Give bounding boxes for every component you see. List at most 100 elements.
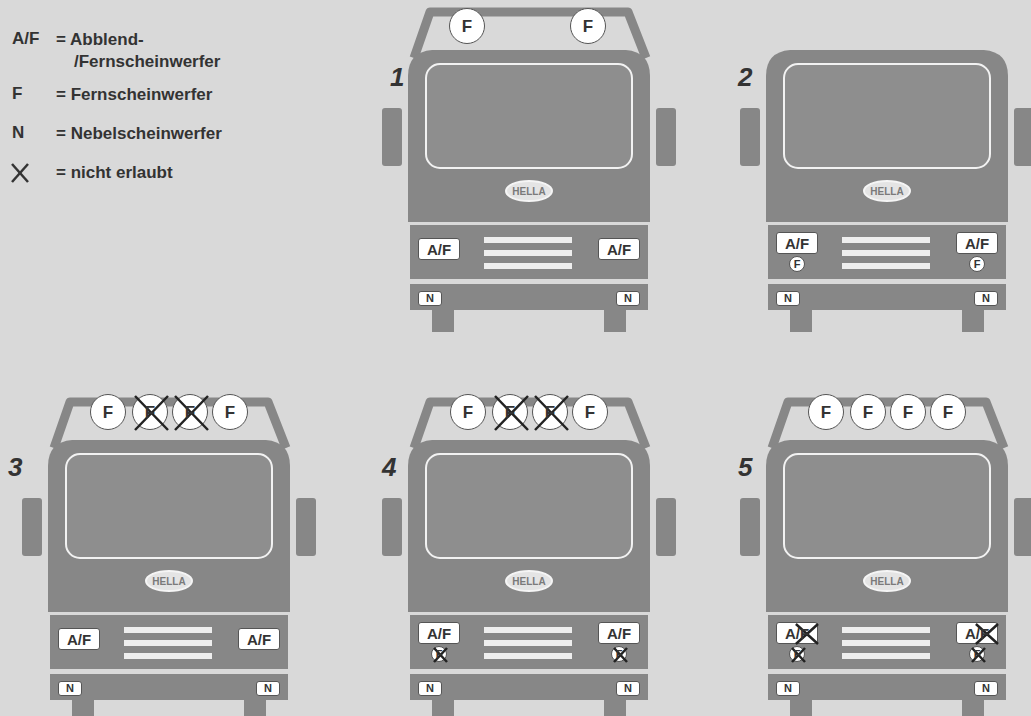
legend-text: = Fernscheinwerfer bbox=[56, 84, 279, 106]
truck-front bbox=[382, 402, 676, 716]
lamp-label: F bbox=[145, 404, 155, 421]
lamp-box: N bbox=[616, 291, 640, 306]
lamp-label: F bbox=[585, 404, 595, 421]
lamp-box: N bbox=[418, 681, 442, 696]
lamp-label: A/F bbox=[67, 632, 91, 647]
lamp-box: N bbox=[776, 291, 800, 306]
lamp-label: A/F bbox=[427, 242, 451, 257]
lamp-label: N bbox=[624, 683, 632, 694]
lamp-label: F bbox=[821, 404, 831, 421]
legend-text: = Abblend- /Fernscheinwerfer bbox=[56, 29, 279, 73]
logo-text: HELLA bbox=[870, 576, 903, 587]
lamp-label: N bbox=[982, 683, 990, 694]
lamp-label: A/F bbox=[785, 236, 809, 251]
lamp-label: A/F bbox=[607, 626, 631, 641]
lamp-label: A/F bbox=[607, 242, 631, 257]
legend-text: = nicht erlaubt bbox=[56, 162, 279, 184]
logo-text: HELLA bbox=[512, 186, 545, 197]
lamp-label: N bbox=[66, 683, 74, 694]
lamp-label: F bbox=[794, 649, 801, 660]
lamp-circle: F bbox=[532, 394, 568, 430]
lamp-label: N bbox=[784, 293, 792, 304]
lamp-label: N bbox=[624, 293, 632, 304]
lamp-circle: F bbox=[450, 394, 486, 430]
lamp-box: A/F bbox=[956, 232, 998, 254]
lamp-box: N bbox=[256, 681, 280, 696]
callout-number: 3 bbox=[8, 452, 22, 483]
lamp-box: A/F bbox=[956, 622, 998, 644]
legend-cross-sample bbox=[12, 164, 28, 182]
legend-key: A/F bbox=[12, 29, 39, 49]
truck-front bbox=[740, 50, 1031, 332]
lamp-label: F bbox=[583, 18, 593, 35]
lamp-label: F bbox=[794, 259, 801, 270]
lamp-circle: F bbox=[132, 394, 168, 430]
lamp-label: F bbox=[103, 404, 113, 421]
lamp-circle: F bbox=[789, 256, 805, 272]
lamp-box: A/F bbox=[418, 238, 460, 260]
lamp-label: F bbox=[505, 404, 515, 421]
callout-number: 1 bbox=[390, 62, 404, 93]
logo-text: HELLA bbox=[512, 576, 545, 587]
lamp-box: N bbox=[974, 681, 998, 696]
lamp-label: N bbox=[982, 293, 990, 304]
lamp-circle: F bbox=[808, 394, 844, 430]
lamp-label: N bbox=[426, 683, 434, 694]
lamp-box: A/F bbox=[776, 232, 818, 254]
lamp-label: F bbox=[436, 649, 443, 660]
lamp-box: A/F bbox=[776, 622, 818, 644]
lamp-circle: F bbox=[611, 646, 627, 662]
lamp-label: F bbox=[863, 404, 873, 421]
lamp-circle: F bbox=[431, 646, 447, 662]
logo-text: HELLA bbox=[870, 186, 903, 197]
lamp-label: F bbox=[974, 649, 981, 660]
lamp-circle: F bbox=[789, 646, 805, 662]
lamp-circle: F bbox=[449, 8, 485, 44]
lamp-label: A/F bbox=[965, 626, 989, 641]
lamp-label: F bbox=[974, 259, 981, 270]
lamp-box: A/F bbox=[598, 622, 640, 644]
lamp-label: F bbox=[545, 404, 555, 421]
lamp-label: F bbox=[616, 649, 623, 660]
lamp-circle: F bbox=[492, 394, 528, 430]
truck-front bbox=[740, 402, 1031, 716]
lamp-label: N bbox=[264, 683, 272, 694]
lamp-label: N bbox=[784, 683, 792, 694]
lamp-label: N bbox=[426, 293, 434, 304]
lamp-circle: F bbox=[969, 646, 985, 662]
lamp-label: F bbox=[943, 404, 953, 421]
lamp-circle: F bbox=[570, 8, 606, 44]
lamp-box: A/F bbox=[238, 628, 280, 650]
lamp-box: A/F bbox=[418, 622, 460, 644]
lamp-circle: F bbox=[969, 256, 985, 272]
lamp-label: A/F bbox=[785, 626, 809, 641]
lamp-box: N bbox=[616, 681, 640, 696]
lamp-label: F bbox=[903, 404, 913, 421]
lamp-label: F bbox=[185, 404, 195, 421]
lamp-circle: F bbox=[172, 394, 208, 430]
lamp-box: N bbox=[58, 681, 82, 696]
lamp-circle: F bbox=[890, 394, 926, 430]
callout-number: 5 bbox=[738, 452, 752, 483]
lamp-label: A/F bbox=[965, 236, 989, 251]
lamp-circle: F bbox=[930, 394, 966, 430]
lamp-label: F bbox=[462, 18, 472, 35]
lamp-circle: F bbox=[90, 394, 126, 430]
lamp-circle: F bbox=[572, 394, 608, 430]
callout-number: 2 bbox=[738, 62, 752, 93]
lamp-label: A/F bbox=[427, 626, 451, 641]
lamp-box: N bbox=[776, 681, 800, 696]
lamp-circle: F bbox=[850, 394, 886, 430]
logo-text: HELLA bbox=[152, 576, 185, 587]
lamp-label: F bbox=[225, 404, 235, 421]
lamp-circle: F bbox=[212, 394, 248, 430]
legend-text: = Nebelscheinwerfer bbox=[56, 123, 279, 145]
lamp-label: F bbox=[463, 404, 473, 421]
legend-key: F bbox=[12, 84, 22, 104]
lamp-box: N bbox=[418, 291, 442, 306]
lamp-box: N bbox=[974, 291, 998, 306]
lamp-label: A/F bbox=[247, 632, 271, 647]
callout-number: 4 bbox=[382, 452, 396, 483]
legend-key: N bbox=[12, 123, 24, 143]
